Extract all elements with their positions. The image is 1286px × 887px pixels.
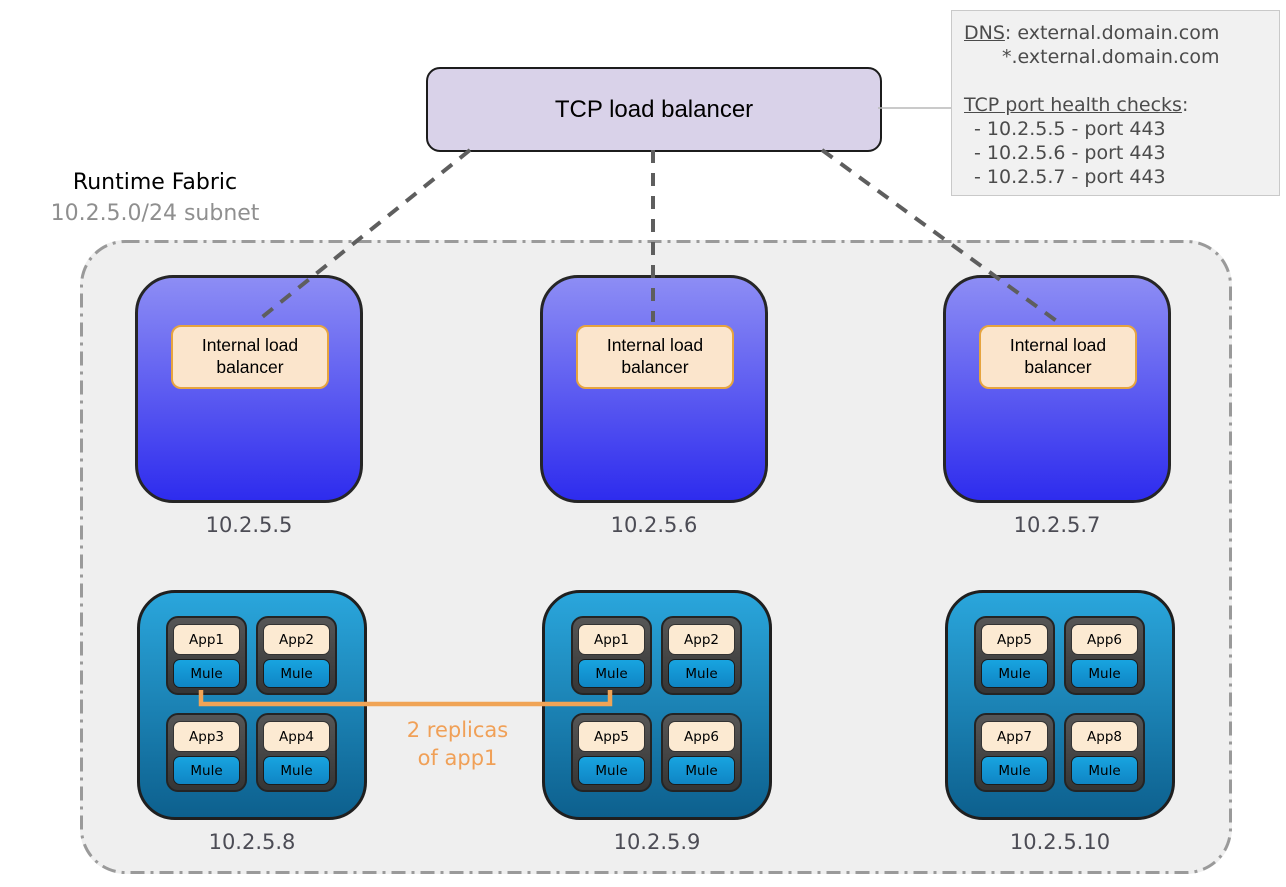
mule-runtime-box: Mule bbox=[668, 756, 735, 785]
worker-node-1: App1 Mule App2 Mule App3 Mule App4 Mule bbox=[137, 590, 367, 820]
mule-runtime-box: Mule bbox=[981, 659, 1048, 688]
app-box: App5 bbox=[578, 721, 645, 752]
health-title: TCP port health checks bbox=[964, 94, 1182, 116]
controller-node-2: Internal load balancer bbox=[540, 275, 768, 503]
app-pod: App1 Mule bbox=[166, 616, 247, 695]
controller-ip-label: 10.2.5.7 bbox=[1013, 513, 1101, 537]
replica-annotation-line1: 2 replicas bbox=[406, 718, 509, 742]
app-box: App6 bbox=[1071, 624, 1138, 655]
app-box: App3 bbox=[173, 721, 240, 752]
dns-line: DNS: external.domain.com bbox=[964, 21, 1267, 45]
app-pod: App2 Mule bbox=[661, 616, 742, 695]
replica-annotation: 2 replicas of app1 bbox=[380, 716, 535, 772]
app-box: App2 bbox=[263, 624, 330, 655]
mule-runtime-box: Mule bbox=[578, 756, 645, 785]
worker-node-3: App5 Mule App6 Mule App7 Mule App8 Mule bbox=[945, 590, 1175, 820]
app-pod: App1 Mule bbox=[571, 616, 652, 695]
internal-load-balancer-box: Internal load balancer bbox=[576, 325, 734, 389]
app-pod: App6 Mule bbox=[661, 713, 742, 792]
controller-node-1: Internal load balancer bbox=[135, 275, 363, 503]
app-box: App8 bbox=[1071, 721, 1138, 752]
mule-runtime-box: Mule bbox=[578, 659, 645, 688]
tcp-load-balancer-node: TCP load balancer bbox=[426, 67, 882, 152]
mule-runtime-box: Mule bbox=[1071, 756, 1138, 785]
app-pod: App7 Mule bbox=[974, 713, 1055, 792]
replica-annotation-line2: of app1 bbox=[417, 746, 498, 770]
health-title-line: TCP port health checks: bbox=[964, 93, 1267, 117]
app-pod: App4 Mule bbox=[256, 713, 337, 792]
app-pod: App5 Mule bbox=[974, 616, 1055, 695]
mule-runtime-box: Mule bbox=[1071, 659, 1138, 688]
app-box: App2 bbox=[668, 624, 735, 655]
runtime-fabric-title: Runtime Fabric bbox=[72, 170, 238, 195]
worker-ip-label: 10.2.5.9 bbox=[613, 830, 701, 854]
worker-node-2: App1 Mule App2 Mule App5 Mule App6 Mule bbox=[542, 590, 772, 820]
app-pod: App3 Mule bbox=[166, 713, 247, 792]
dns-health-info-box: DNS: external.domain.com *.external.doma… bbox=[951, 10, 1280, 196]
controller-node-3: Internal load balancer bbox=[943, 275, 1171, 503]
mule-runtime-box: Mule bbox=[173, 756, 240, 785]
app-pod: App8 Mule bbox=[1064, 713, 1145, 792]
controller-ip-label: 10.2.5.6 bbox=[610, 513, 698, 537]
health-check-item: - 10.2.5.5 - port 443 bbox=[974, 118, 1166, 140]
info-spacer bbox=[964, 69, 1267, 93]
app-pod: App6 Mule bbox=[1064, 616, 1145, 695]
mule-runtime-box: Mule bbox=[981, 756, 1048, 785]
controller-ip-label: 10.2.5.5 bbox=[205, 513, 293, 537]
worker-ip-label: 10.2.5.8 bbox=[208, 830, 296, 854]
tcp-load-balancer-label: TCP load balancer bbox=[554, 95, 754, 123]
app-box: App7 bbox=[981, 721, 1048, 752]
app-box: App5 bbox=[981, 624, 1048, 655]
app-box: App1 bbox=[173, 624, 240, 655]
dns-label: DNS bbox=[964, 22, 1005, 44]
mule-runtime-box: Mule bbox=[263, 756, 330, 785]
mule-runtime-box: Mule bbox=[263, 659, 330, 688]
app-box: App1 bbox=[578, 624, 645, 655]
app-box: App6 bbox=[668, 721, 735, 752]
dns-value: : external.domain.com bbox=[1004, 22, 1220, 44]
mule-runtime-box: Mule bbox=[173, 659, 240, 688]
app-pod: App2 Mule bbox=[256, 616, 337, 695]
runtime-fabric-subnet: 10.2.5.0/24 subnet bbox=[50, 201, 260, 226]
app-box: App4 bbox=[263, 721, 330, 752]
mule-runtime-box: Mule bbox=[668, 659, 735, 688]
worker-ip-label: 10.2.5.10 bbox=[1009, 830, 1111, 854]
app-pod: App5 Mule bbox=[571, 713, 652, 792]
dns-wildcard: *.external.domain.com bbox=[1002, 46, 1220, 68]
health-colon: : bbox=[1181, 94, 1189, 116]
internal-load-balancer-box: Internal load balancer bbox=[979, 325, 1137, 389]
internal-load-balancer-box: Internal load balancer bbox=[171, 325, 329, 389]
health-check-item: - 10.2.5.7 - port 443 bbox=[974, 166, 1166, 188]
health-check-item: - 10.2.5.6 - port 443 bbox=[974, 142, 1166, 164]
